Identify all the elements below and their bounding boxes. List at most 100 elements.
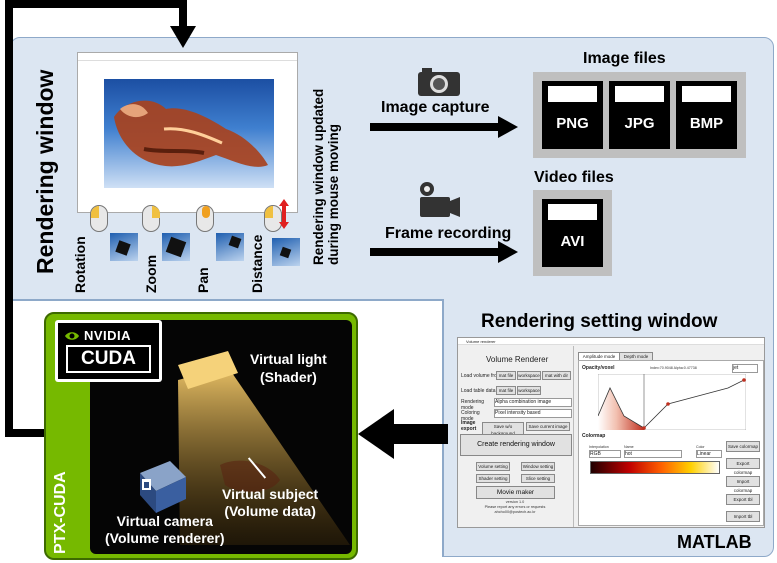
load-volume-workspace-button[interactable]: workspace: [517, 371, 541, 380]
virtual-camera-label: Virtual camera (Volume renderer): [105, 513, 225, 546]
mouse-icon: [90, 205, 108, 232]
mouse-icon: [196, 205, 214, 232]
shader-setting-button[interactable]: Shader setting: [476, 474, 510, 483]
camera-icon: [418, 68, 460, 96]
window-setting-button[interactable]: Window setting: [521, 462, 555, 471]
rendering-window-titlebar: [78, 53, 297, 61]
coloring-mode-select[interactable]: Pixel intensity based: [494, 409, 572, 418]
load-table-label: Load table data: [461, 388, 496, 394]
setting-window-title: Rendering setting window: [481, 311, 718, 332]
file-label-jpg: JPG: [624, 115, 655, 132]
control-label-distance: Distance: [249, 234, 265, 293]
rendering-window-title: Rendering window: [32, 69, 58, 274]
frame-recording-label: Frame recording: [385, 225, 512, 242]
rendered-volume-image: [104, 79, 274, 188]
setting-window-screenshot: Volume renderer Volume Renderer Load vol…: [457, 337, 765, 528]
name-label: Name: [624, 445, 634, 449]
volume-setting-button[interactable]: Volume setting: [476, 462, 510, 471]
colormap-select[interactable]: jet: [732, 364, 758, 373]
colormap-name-select[interactable]: hot: [624, 450, 682, 458]
colormap-title: Colormap: [582, 433, 606, 439]
coloring-mode-label: Coloring mode: [461, 410, 480, 422]
save-colormap-button[interactable]: Save colormap: [726, 441, 760, 452]
mouse-icon: [142, 205, 160, 232]
export-colormap-button[interactable]: Export colormap: [726, 458, 760, 475]
app-title: Volume Renderer: [486, 355, 549, 364]
mouse-icon: [264, 205, 282, 232]
slice-setting-button[interactable]: Slice setting: [521, 474, 555, 483]
image-export-label: Image export: [461, 420, 477, 432]
image-files-group: PNG JPG BMP: [533, 72, 746, 158]
opacity-curve-plot[interactable]: [598, 374, 746, 430]
setting-window-caption: Volume renderer: [458, 338, 764, 345]
rendering-window-screenshot: [77, 52, 298, 213]
zoom-cube-icon: [162, 233, 190, 261]
tab-amplitude-mode[interactable]: Amplitude mode: [578, 352, 620, 360]
loop-arrowhead-icon: [170, 26, 196, 48]
load-volume-label: Load volume from:: [461, 373, 503, 379]
rendering-update-note: Rendering window updated during mouse mo…: [311, 88, 341, 265]
setting-to-cuda-arrowhead-icon: [358, 409, 394, 459]
video-files-title: Video files: [534, 169, 614, 186]
interpolation-select[interactable]: RGB: [589, 450, 621, 458]
colormap-bar[interactable]: [590, 461, 720, 474]
create-rendering-window-button[interactable]: Create rendering window: [460, 434, 572, 456]
cutout-border-top: [10, 299, 443, 301]
column-divider: [573, 346, 574, 527]
distance-arrow-icon: [279, 199, 289, 229]
file-label-bmp: BMP: [689, 115, 724, 132]
setting-to-cuda-arrow: [392, 424, 448, 444]
file-card-bmp: BMP: [676, 81, 737, 149]
virtual-camera-icon: [140, 461, 186, 513]
load-table-workspace-button[interactable]: workspace: [517, 386, 541, 395]
frame-recording-arrowhead-icon: [498, 241, 518, 263]
rotation-cube-icon: [110, 233, 138, 261]
loop-line-left: [5, 0, 13, 436]
control-label-zoom: Zoom: [143, 254, 159, 293]
nvidia-eye-icon: [65, 332, 79, 340]
file-card-avi: AVI: [542, 199, 603, 267]
light-beam: [178, 351, 350, 545]
loop-line-top: [5, 0, 187, 8]
export-tbl-button[interactable]: Export tbl: [726, 494, 760, 505]
video-camera-icon: [420, 182, 460, 217]
save-current-image-button[interactable]: Save current image: [526, 422, 570, 431]
virtual-subject-label: Virtual subject (Volume data): [222, 486, 319, 519]
opacity-title: Opacity/voxel: [582, 365, 615, 371]
image-capture-label: Image capture: [381, 99, 490, 116]
rendering-mode-label: Rendering mode: [461, 399, 485, 411]
image-capture-arrow: [370, 123, 502, 131]
rendering-mode-select[interactable]: Alpha combination image: [494, 398, 572, 407]
video-files-group: AVI: [533, 190, 612, 276]
file-card-png: PNG: [542, 81, 603, 149]
file-label-avi: AVI: [560, 233, 585, 250]
pan-cube-icon: [216, 233, 244, 261]
version-text: version 1.0 Please report any errors or …: [484, 500, 546, 514]
frame-recording-arrow: [370, 248, 502, 256]
virtual-light-label: Virtual light (Shader): [250, 351, 327, 385]
image-files-title: Image files: [583, 50, 666, 67]
light-label-pointer: [236, 341, 238, 351]
file-card-jpg: JPG: [609, 81, 670, 149]
file-label-png: PNG: [556, 115, 589, 132]
control-label-pan: Pan: [195, 267, 211, 293]
import-tbl-button[interactable]: Import tbl: [726, 511, 760, 522]
rendered-volume-icon: [114, 100, 268, 167]
ptx-cuda-label: PTX-CUDA: [52, 471, 69, 554]
movie-maker-button[interactable]: Movie maker: [476, 486, 555, 499]
loop-line-down: [179, 0, 187, 30]
nvidia-cuda-logo: NVIDIA CUDA: [55, 320, 162, 382]
loop-line-bottom: [5, 429, 47, 437]
interpolation-label: Interpolation: [589, 445, 609, 449]
load-volume-matdir-button[interactable]: mat with dir: [542, 371, 571, 380]
distance-cube-icon: [272, 238, 300, 266]
load-table-matfile-button[interactable]: mat file: [496, 386, 516, 395]
opacity-info: Index:70.9048 Alpha:0.47738: [650, 366, 697, 370]
image-capture-arrowhead-icon: [498, 116, 518, 138]
nvidia-cuda-logo-inner: NVIDIA CUDA: [58, 323, 159, 379]
matlab-label: MATLAB: [677, 532, 752, 552]
import-colormap-button[interactable]: Import colormap: [726, 476, 760, 493]
control-label-rotation: Rotation: [72, 236, 88, 293]
load-volume-matfile-button[interactable]: mat file: [496, 371, 516, 380]
color-select[interactable]: Linear: [696, 450, 722, 458]
